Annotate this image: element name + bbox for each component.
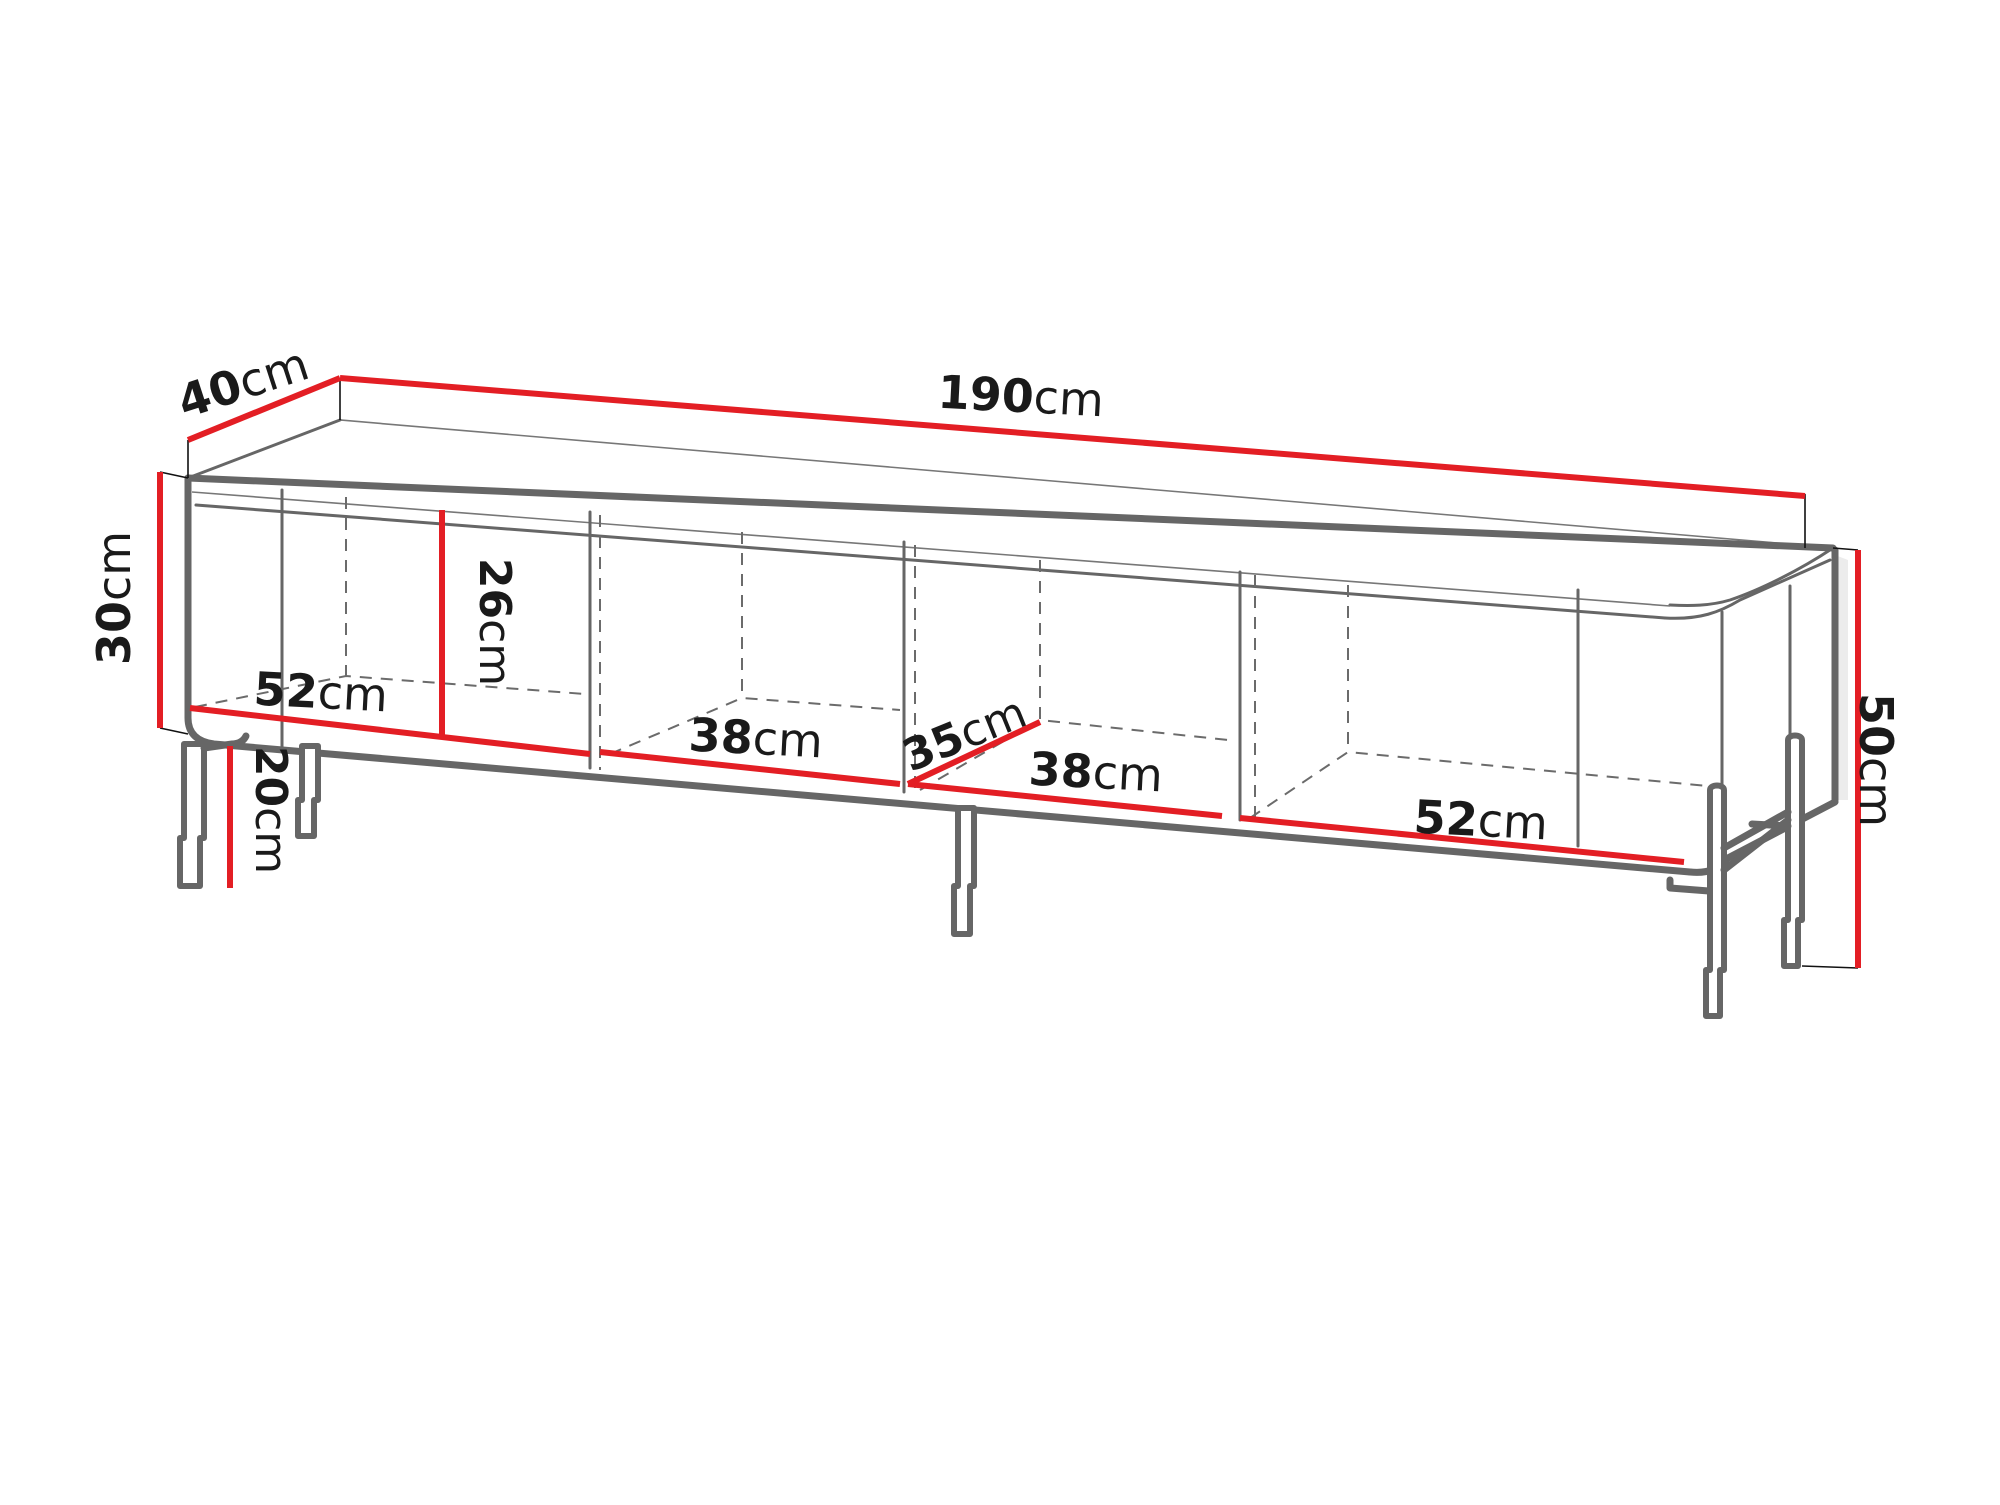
dimension-unit: cm bbox=[1032, 370, 1105, 428]
dim-line-inner-shelf-2 bbox=[907, 781, 1223, 819]
dimension-unit: cm bbox=[1476, 793, 1549, 851]
dim-line-inner-depth bbox=[906, 719, 1042, 787]
dimension-value: 52 bbox=[1412, 790, 1479, 847]
leg-front-left bbox=[177, 741, 207, 889]
dimension-unit: cm bbox=[1091, 745, 1164, 803]
dimension-value: 50 bbox=[1849, 693, 1903, 757]
dimension-value: 190 bbox=[936, 365, 1035, 424]
leg-front-right bbox=[1703, 782, 1727, 1019]
dimension-value: 38 bbox=[687, 708, 754, 765]
dimension-label-body-height: 30cm bbox=[87, 531, 141, 665]
dimension-unit: cm bbox=[316, 665, 389, 723]
dimension-label-compartment-height: 26cm bbox=[469, 558, 520, 686]
dimension-value: 20 bbox=[245, 746, 296, 807]
legs bbox=[177, 732, 1805, 1019]
dimension-label-total-height: 50cm bbox=[1849, 693, 1903, 827]
dimension-unit: cm bbox=[87, 531, 141, 601]
dimension-unit: cm bbox=[751, 711, 824, 769]
dimension-label-inner-shelf-1-width: 38cm bbox=[687, 708, 824, 769]
dimension-label-right-shelf-width: 52cm bbox=[1412, 790, 1549, 851]
dimension-value: 26 bbox=[469, 558, 520, 619]
dim-line-inner-shelf-1 bbox=[599, 749, 901, 787]
dimension-label-width: 190cm bbox=[936, 365, 1105, 428]
dimension-value: 52 bbox=[252, 662, 319, 719]
dimension-label-left-shelf-width: 52cm bbox=[252, 662, 389, 723]
dimension-unit: cm bbox=[469, 619, 520, 686]
dimension-label-inner-shelf-2-width: 38cm bbox=[1027, 742, 1164, 803]
dimension-unit: cm bbox=[1849, 757, 1903, 827]
dim-line-left-shelf bbox=[189, 705, 591, 757]
leg-back-left bbox=[295, 743, 321, 839]
dim-line-width bbox=[339, 375, 1806, 499]
dimension-unit: cm bbox=[245, 807, 296, 874]
leg-middle bbox=[951, 805, 977, 937]
dimension-lines bbox=[157, 375, 1861, 968]
dimension-label-inner-shelf-depth: 35cm bbox=[896, 687, 1034, 782]
leg-back-right bbox=[1781, 732, 1805, 969]
extension-lines bbox=[159, 380, 1859, 969]
cabinet-top bbox=[184, 418, 1837, 620]
dim-line-depth bbox=[186, 375, 342, 443]
dimension-value: 30 bbox=[87, 601, 141, 665]
dimension-unit: cm bbox=[232, 336, 315, 409]
dimension-label-leg-height: 20cm bbox=[245, 746, 296, 874]
dimension-value: 38 bbox=[1027, 742, 1094, 799]
dim-line-right-shelf bbox=[1239, 815, 1685, 865]
